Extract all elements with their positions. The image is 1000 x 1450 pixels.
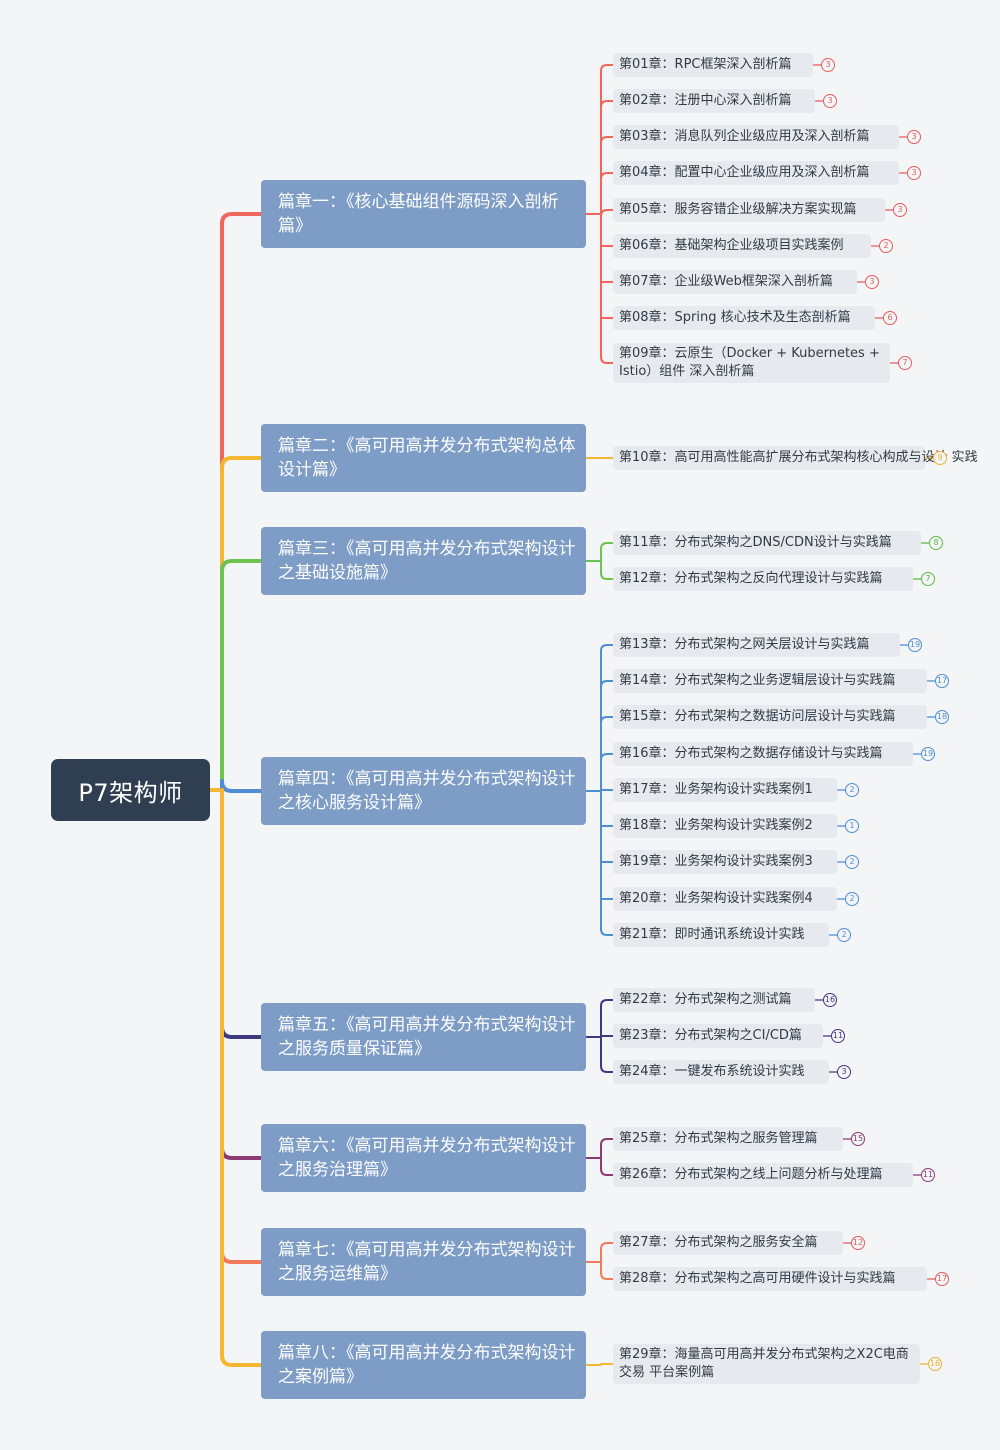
chapter-node[interactable]: 第23章：分布式架构之CI/CD篇	[613, 1024, 823, 1048]
subtopic-count-badge[interactable]: 12	[851, 1236, 865, 1250]
part-node[interactable]: 篇章四：《高可用高并发分布式架构设计之核心服务设计篇》	[261, 757, 586, 825]
chapter-connector	[600, 100, 614, 108]
subtopic-count-badge[interactable]: 8	[929, 536, 943, 550]
subtopic-count-badge[interactable]: 6	[883, 311, 897, 325]
chapter-node[interactable]: 第18章：业务架构设计实践案例2	[613, 814, 837, 838]
chapter-node[interactable]: 第12章：分布式架构之反向代理设计与实践篇	[613, 567, 913, 591]
chapter-node[interactable]: 第07章：企业级Web框架深入剖析篇	[613, 270, 857, 294]
part-node[interactable]: 篇章三：《高可用高并发分布式架构设计之基础设施篇》	[261, 527, 586, 595]
subtopic-count-badge[interactable]: 17	[935, 674, 949, 688]
chapter-node[interactable]: 第22章：分布式架构之测试篇	[613, 988, 815, 1012]
subtopic-count-badge[interactable]: 15	[851, 1132, 865, 1146]
subtopic-count-badge[interactable]: 9	[933, 451, 947, 465]
chapter-connector	[600, 64, 614, 72]
chapter-node[interactable]: 第21章：即时通讯系统设计实践	[613, 923, 829, 947]
chapter-connector	[600, 1242, 614, 1250]
subtopic-count-badge[interactable]: 2	[845, 892, 859, 906]
chapter-connector	[600, 999, 614, 1007]
chapter-node[interactable]: 第06章：基础架构企业级项目实践案例	[613, 234, 871, 258]
trunk-curve	[220, 1353, 234, 1367]
subtopic-count-badge[interactable]: 2	[845, 783, 859, 797]
subtopic-count-badge[interactable]: 2	[837, 928, 851, 942]
chapter-connector	[600, 542, 614, 550]
subtopic-count-badge[interactable]: 3	[837, 1065, 851, 1079]
subtopic-count-badge[interactable]: 3	[823, 94, 837, 108]
chapter-node[interactable]: 第10章：高可用高性能高扩展分布式架构核心构成与设计 实践	[613, 446, 978, 470]
subtopic-count-badge[interactable]: 18	[935, 710, 949, 724]
chapter-node[interactable]: 第28章：分布式架构之高可用硬件设计与实践篇	[613, 1267, 927, 1291]
subtopic-count-badge[interactable]: 11	[831, 1029, 845, 1043]
subtopic-count-badge[interactable]: 3	[821, 58, 835, 72]
chapter-connector	[600, 1138, 614, 1146]
trunk-curve	[220, 456, 234, 470]
chapter-connector	[600, 572, 614, 580]
chapter-connector	[600, 1065, 614, 1073]
chapter-node[interactable]: 第05章：服务容错企业级解决方案实现篇	[613, 198, 885, 222]
subtopic-count-badge[interactable]: 2	[845, 855, 859, 869]
chapter-connector	[600, 1168, 614, 1176]
chapter-connector	[600, 136, 614, 144]
chapter-node[interactable]: 第01章：RPC框架深入剖析篇	[613, 53, 813, 77]
subtopic-count-badge[interactable]: 16	[823, 993, 837, 1007]
chapter-node[interactable]: 第14章：分布式架构之业务逻辑层设计与实践篇	[613, 669, 927, 693]
chapter-node[interactable]: 第03章：消息队列企业级应用及深入剖析篇	[613, 125, 899, 149]
chapter-connector	[600, 928, 614, 936]
chapter-node[interactable]: 第19章：业务架构设计实践案例3	[613, 850, 837, 874]
subtopic-count-badge[interactable]: 3	[865, 275, 879, 289]
trunk-curve	[220, 212, 234, 226]
part-node[interactable]: 篇章六：《高可用高并发分布式架构设计之服务治理篇》	[261, 1124, 586, 1192]
chapter-connector	[600, 356, 614, 364]
subtopic-count-badge[interactable]: 1	[845, 819, 859, 833]
part-node[interactable]: 篇章一：《核心基础组件源码深入剖析篇》	[261, 180, 586, 248]
chapter-node[interactable]: 第04章：配置中心企业级应用及深入剖析篇	[613, 161, 899, 185]
subtopic-count-badge[interactable]: 16	[928, 1357, 942, 1371]
chapter-connector	[600, 644, 614, 652]
chapter-node[interactable]: 第13章：分布式架构之网关层设计与实践篇	[613, 633, 900, 657]
subtopic-count-badge[interactable]: 19	[908, 638, 922, 652]
chapter-node[interactable]: 第09章：云原生（Docker + Kubernetes + Istio）组件 …	[613, 343, 890, 383]
subtopic-count-badge[interactable]: 19	[921, 747, 935, 761]
trunk-curve	[220, 559, 234, 573]
part-node[interactable]: 篇章八：《高可用高并发分布式架构设计之案例篇》	[261, 1331, 586, 1399]
subtopic-count-badge[interactable]: 3	[893, 203, 907, 217]
chapter-connector	[600, 680, 614, 688]
chapter-node[interactable]: 第16章：分布式架构之数据存储设计与实践篇	[613, 742, 913, 766]
root-node[interactable]: P7架构师	[51, 759, 210, 821]
chapter-node[interactable]: 第25章：分布式架构之服务管理篇	[613, 1127, 843, 1151]
chapter-node[interactable]: 第24章：一键发布系统设计实践	[613, 1060, 829, 1084]
chapter-node[interactable]: 第20章：业务架构设计实践案例4	[613, 887, 837, 911]
subtopic-count-badge[interactable]: 3	[907, 130, 921, 144]
chapter-connector	[600, 209, 614, 217]
chapter-node[interactable]: 第15章：分布式架构之数据访问层设计与实践篇	[613, 705, 927, 729]
subtopic-count-badge[interactable]: 2	[879, 239, 893, 253]
chapter-node[interactable]: 第11章：分布式架构之DNS/CDN设计与实践篇	[613, 531, 921, 555]
subtopic-count-badge[interactable]: 7	[921, 572, 935, 586]
subtopic-count-badge[interactable]: 11	[921, 1168, 935, 1182]
subtopic-count-badge[interactable]: 7	[898, 356, 912, 370]
part-node[interactable]: 篇章五：《高可用高并发分布式架构设计之服务质量保证篇》	[261, 1003, 586, 1071]
chapter-connector	[600, 716, 614, 724]
chapter-node[interactable]: 第02章：注册中心深入剖析篇	[613, 89, 815, 113]
subtopic-count-badge[interactable]: 17	[935, 1272, 949, 1286]
chapter-node[interactable]: 第29章：海量高可用高并发分布式架构之X2C电商交易 平台案例篇	[613, 1344, 920, 1384]
chapter-connector	[600, 753, 614, 761]
part-node[interactable]: 篇章二：《高可用高并发分布式架构总体设计篇》	[261, 424, 586, 492]
chapter-connector	[600, 172, 614, 180]
part-node[interactable]: 篇章七：《高可用高并发分布式架构设计之服务运维篇》	[261, 1228, 586, 1296]
chapter-node[interactable]: 第17章：业务架构设计实践案例1	[613, 778, 837, 802]
chapter-node[interactable]: 第26章：分布式架构之线上问题分析与处理篇	[613, 1163, 913, 1187]
chapter-node[interactable]: 第27章：分布式架构之服务安全篇	[613, 1231, 843, 1255]
chapter-connector	[600, 1272, 614, 1280]
subtopic-count-badge[interactable]: 3	[907, 166, 921, 180]
chapter-node[interactable]: 第08章：Spring 核心技术及生态剖析篇	[613, 306, 875, 330]
